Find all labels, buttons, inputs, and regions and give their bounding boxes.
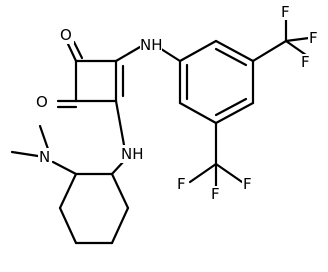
label-bg-o-bottom (34, 92, 50, 110)
label-bg-f-top-2 (300, 54, 312, 70)
oxygen-label-bottom: O (36, 93, 48, 111)
carbonyl-bottom (56, 99, 78, 109)
label-bg-nh-right (140, 36, 162, 54)
cyclohexane-bond-2 (110, 172, 130, 210)
aryl-bond-5 (178, 101, 218, 125)
cyclohexane-ring (58, 172, 130, 245)
aryl-double-1 (214, 47, 248, 67)
fluorine-label-top-3: F (309, 29, 318, 47)
cyclohexane-bond-5 (58, 206, 78, 245)
fluorine-label-bottom-1: F (177, 175, 186, 193)
carbonyl-top (66, 40, 84, 63)
bond-cf3-top-f3 (284, 36, 311, 43)
aryl-bond-1 (178, 39, 218, 63)
bond-c1-o-b (72, 40, 84, 60)
fluorine-label-top-2: F (301, 53, 310, 71)
amine-nh-label-right: NH (140, 36, 163, 54)
amine-nh-label-lower: NH (121, 145, 144, 163)
aryl-double-2 (214, 97, 248, 117)
fluorine-label-bottom-3: F (211, 185, 220, 203)
bond-c1-o-a (66, 42, 78, 63)
aryl-bond-2 (214, 39, 255, 63)
bond-cf3-bottom-f1 (188, 162, 218, 184)
dimethylamino-n-label: N (39, 148, 50, 166)
cyclobutenedione-ring (74, 59, 125, 103)
cf3-group-bottom (188, 121, 244, 188)
label-bg-f-top-3 (308, 30, 320, 46)
aryl-ring (178, 39, 255, 125)
bond-nh-lower-cyclohexyl (110, 159, 126, 176)
label-bg-f-bottom-1 (176, 176, 188, 192)
bond-c3-nh-lower (114, 99, 126, 147)
label-bg-nh-lower (119, 145, 141, 163)
bond-n-methyl-2 (10, 150, 40, 158)
fluorine-label-top-1: F (281, 3, 290, 21)
bond-c2-nh-right (114, 45, 142, 63)
fluorine-label-bottom-2: F (243, 175, 252, 193)
label-bg-f-top-1 (280, 4, 292, 20)
bond-cf3-top-f2 (284, 39, 308, 57)
bond-cyclohexyl-n (51, 160, 78, 176)
aryl-bond-4 (214, 101, 255, 125)
label-bg-o-top (58, 26, 74, 44)
oxygen-label-top: O (60, 26, 72, 44)
bond-aryl-cf3-top (251, 39, 288, 63)
label-bg-f-bottom-2 (242, 176, 254, 192)
bond-cf3-bottom-f2 (214, 162, 244, 184)
cf3-group-top (251, 15, 311, 63)
bond-n-methyl-1 (38, 124, 50, 151)
cyclohexane-bond-3 (110, 206, 130, 245)
cyclohexane-bond-6 (58, 172, 78, 210)
label-bg-f-bottom-3 (210, 186, 222, 202)
dimethylamino-group (10, 124, 78, 176)
label-bg-n-dimethyl (38, 148, 52, 166)
